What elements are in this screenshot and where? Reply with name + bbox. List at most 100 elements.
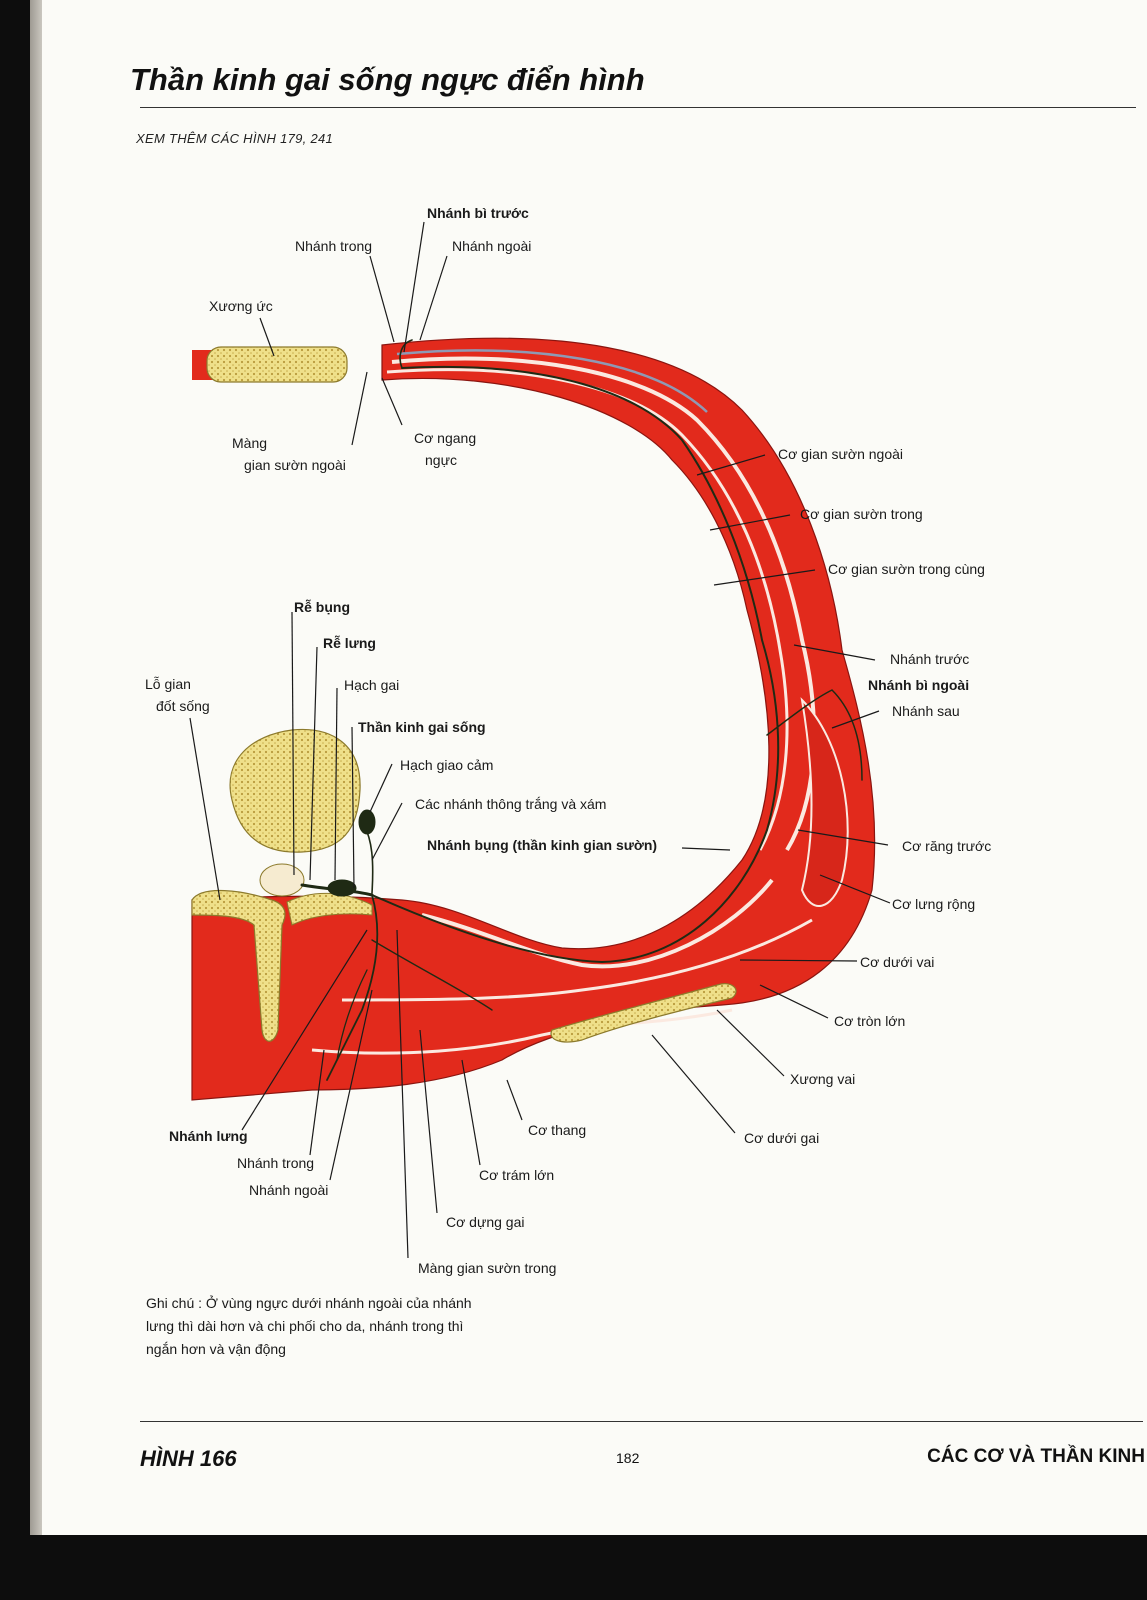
leader-co-tram-lon [461, 1059, 481, 1166]
intercostal-gap-2 [386, 368, 789, 851]
label-co-lung-rong: Cơ lưng rộng [892, 896, 975, 912]
sternum-region [192, 346, 348, 383]
page-title: Thần kinh gai sống ngực điển hình [130, 62, 645, 97]
scapula [550, 983, 737, 1043]
leader-lo-gian-dot-song [189, 717, 221, 901]
label-re-lung: Rễ lưng [323, 635, 376, 651]
label-co-gian-suon-trong: Cơ gian sườn trong [800, 506, 923, 522]
see-also-reference: XEM THÊM CÁC HÌNH 179, 241 [136, 131, 334, 146]
vertebral-arch-right [286, 892, 373, 926]
label-hach-giao-cam: Hạch giao cảm [400, 757, 493, 773]
anatomy-diagram: Nhánh bì trước Nhánh trong Nhánh ngoài X… [145, 205, 991, 1276]
label-xuong-vai: Xương vai [790, 1071, 855, 1087]
footnote: Ghi chú : Ở vùng ngực dưới nhánh ngoài c… [146, 1295, 472, 1357]
chapter-title: CÁC CƠ VÀ THẦN KINH [927, 1446, 1145, 1467]
page-number: 182 [616, 1450, 640, 1466]
label-nhanh-bi-ngoai: Nhánh bì ngoài [868, 677, 969, 693]
label-co-thang: Cơ thang [528, 1122, 586, 1138]
leader-nhanh-bung [681, 847, 731, 851]
leader-nhanh-trong-bottom [309, 1049, 325, 1156]
label-nhanh-bi-truoc: Nhánh bì trước [427, 205, 529, 221]
label-re-bung: Rễ bụng [294, 599, 350, 615]
leader-co-duoi-gai [651, 1034, 736, 1134]
leader-xuong-vai [716, 1009, 785, 1077]
label-co-dung-gai: Cơ dựng gai [446, 1214, 524, 1230]
leader-re-lung [309, 646, 318, 881]
leader-mang-gian-suon-ngoai [351, 371, 368, 446]
outer-muscle-layer [191, 337, 876, 1101]
label-co-rang-truoc: Cơ răng trước [902, 838, 991, 854]
leader-co-gian-suon-trong [709, 514, 791, 531]
deep-muscle-gap-2 [341, 918, 813, 1002]
label-mang-2: gian sườn ngoài [244, 457, 346, 473]
dorsal-ramus-medial-branch [336, 969, 368, 1061]
diagram-labels: Nhánh bì trước Nhánh trong Nhánh ngoài X… [145, 205, 991, 1276]
leader-nhanh-sau [831, 710, 880, 729]
leader-co-rang-truoc [797, 829, 889, 846]
label-nhanh-ngoai-top: Nhánh ngoài [452, 238, 531, 254]
label-co-ngang-2: ngực [425, 452, 457, 468]
header-rule [140, 107, 1136, 108]
label-nhanh-trong-bottom: Nhánh trong [237, 1155, 314, 1171]
label-nhanh-lung: Nhánh lưng [169, 1128, 248, 1144]
serratus-block [800, 697, 849, 907]
book-page: Thần kinh gai sống ngực điển hình XEM TH… [42, 0, 1147, 1535]
leader-nhanh-truoc [793, 644, 876, 661]
deep-muscle-gap [421, 878, 774, 969]
leader-hach-gai [334, 687, 338, 881]
label-co-ngang-1: Cơ ngang [414, 430, 476, 446]
leader-co-gian-suon-ngoai [696, 454, 766, 476]
footer-rule [140, 1421, 1143, 1422]
label-co-tron-lon: Cơ tròn lớn [834, 1013, 905, 1029]
label-lo-gian-1: Lỗ gian [145, 676, 191, 692]
leader-co-duoi-vai [739, 959, 858, 962]
dorsal-ramus-nerve [326, 894, 379, 1081]
label-co-duoi-gai: Cơ dưới gai [744, 1130, 819, 1146]
label-nhanh-trong-top: Nhánh trong [295, 238, 372, 254]
label-nhanh-truoc: Nhánh trước [890, 651, 969, 667]
label-cac-nhanh-thong: Các nhánh thông trắng và xám [415, 796, 606, 812]
label-co-tram-lon: Cơ trám lớn [479, 1167, 554, 1183]
label-lo-gian-2: đốt sống [156, 698, 210, 714]
thoracic-wall [191, 337, 876, 1101]
leader-than-kinh-gai-song [351, 726, 355, 889]
label-mang-1: Màng [232, 435, 267, 451]
label-than-kinh-gai-song: Thần kinh gai sống [358, 719, 486, 735]
label-mang-gian-suon-trong: Màng gian sườn trong [418, 1260, 556, 1276]
figure-number: HÌNH 166 [140, 1446, 237, 1471]
spinal-ganglion [327, 879, 357, 897]
label-nhanh-bung: Nhánh bụng (thần kinh gian sườn) [427, 837, 657, 853]
communicating-rami [363, 824, 374, 894]
leader-co-dung-gai [419, 1029, 438, 1214]
anterior-cutaneous-nerve [399, 339, 413, 369]
label-nhanh-ngoai-bottom: Nhánh ngoài [249, 1182, 328, 1198]
nerve-paths [300, 339, 863, 1081]
leader-nhanh-trong-top [369, 255, 395, 343]
leader-co-ngang-nguc [381, 377, 403, 426]
label-co-duoi-vai: Cơ dưới vai [860, 954, 934, 970]
label-nhanh-sau: Nhánh sau [892, 703, 960, 719]
ventral-ramus-nerve [371, 365, 780, 964]
leader-cac-nhanh-thong [371, 802, 403, 861]
intercostal-membrane-line [396, 349, 708, 413]
label-co-gian-suon-trong-cung: Cơ gian sườn trong cùng [828, 561, 985, 577]
leader-nhanh-ngoai-bottom [329, 989, 373, 1181]
sympathetic-ganglion [358, 809, 376, 835]
lateral-cutaneous-nerve [766, 689, 863, 781]
sternum [206, 346, 348, 383]
leader-xuong-uc [259, 317, 275, 357]
leader-co-gian-suon-trong-cung [713, 569, 816, 586]
leader-co-tron-lon [759, 984, 829, 1019]
dorsal-ramus-lateral-branch [371, 939, 493, 1011]
leader-nhanh-ngoai-top [419, 255, 448, 341]
trapezius-gap [311, 1008, 733, 1055]
leader-re-bung [291, 611, 295, 876]
leader-hach-giao-cam [369, 763, 393, 813]
vertebra [191, 728, 373, 1042]
leader-nhanh-bi-truoc [403, 221, 425, 353]
vertebral-body [229, 728, 361, 853]
vertebral-arch [191, 890, 286, 1042]
label-xuong-uc: Xương ức [209, 298, 273, 314]
spinal-cord [259, 863, 305, 897]
label-co-gian-suon-ngoai: Cơ gian sườn ngoài [778, 446, 903, 462]
